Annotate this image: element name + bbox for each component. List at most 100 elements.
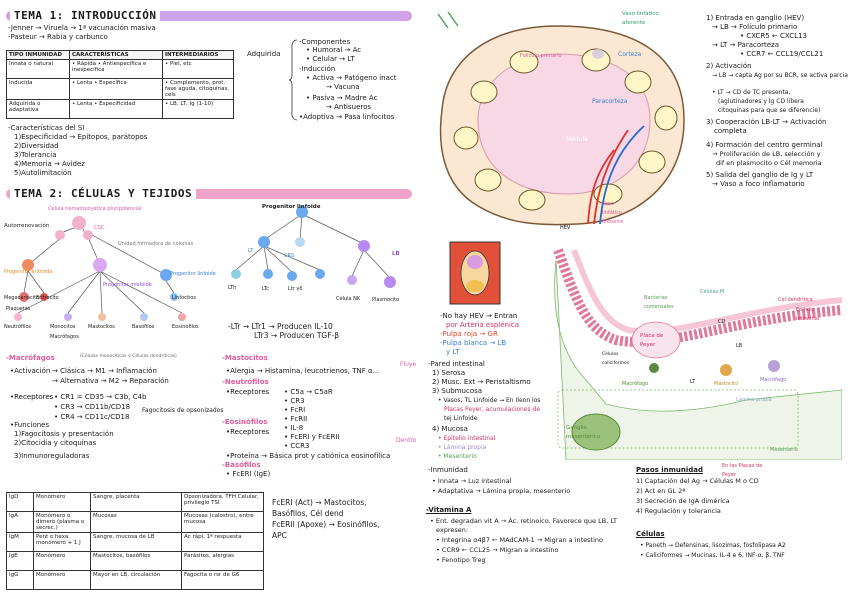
intestino-label-lb: LB <box>736 343 743 349</box>
ganglio-step-11: completa <box>714 127 747 135</box>
fcer-3: APC <box>272 531 287 540</box>
ganglio-step-5: 2) Activación <box>706 62 752 70</box>
tema1-title-bar <box>6 11 412 21</box>
celulas-2: • Caliciformes → Mucinas, IL-4 e 6, INF-… <box>640 552 785 559</box>
macro-item-3: •Receptores <box>10 393 54 401</box>
bazo-line-3: -Pulpa blanca → LB <box>440 339 507 347</box>
inmunidad-table: TIPO INMUNIDAD CARACTERÍSTICAS INTERMEDI… <box>6 50 234 119</box>
table-cell: • Piel, etc <box>162 59 234 79</box>
linfo-label-crs: CRS <box>284 253 295 259</box>
ganglio-label-aferente: Vaso linfático aferente <box>622 11 659 26</box>
intestino-label-cd: CD <box>718 319 726 325</box>
fcer-2: FcERII (Apoxe) → Eosinófilos, <box>272 520 380 529</box>
hemato-label-eritrocito: Eritrocito <box>36 295 59 301</box>
table-cell: Inducida <box>6 78 70 100</box>
hemato-label-eosinofilos: Eosinófilos <box>172 324 199 330</box>
adquirida-line-0: -Componentes <box>299 38 351 46</box>
ltr-line-1: LTr3 → Producen TGF-β <box>254 331 340 340</box>
ganglio-step-0: 1) Entrada en ganglio (HEV) <box>706 14 805 22</box>
pared-2: 2) Musc. Ext → Peristaltismo <box>432 378 531 386</box>
macro-item-2: → Alternativa → M2 → Reparación <box>52 377 169 385</box>
pasos-note: En las Placas de Peyer <box>722 463 763 478</box>
intestino-label-mastocito: Mastocito <box>714 381 739 387</box>
table-cell: Opsonizadora, TFH Celular, privilegio TS… <box>181 492 264 512</box>
macro-note: (Células monocíticas o Células dendrític… <box>80 354 177 359</box>
masto-item-4: • C5a → C5aR <box>284 388 333 396</box>
folliculo <box>509 50 539 74</box>
ganglio-step-14: dif en plasmocito o Cél memoria <box>716 159 822 167</box>
progenitor-eritroide-cell <box>22 259 34 271</box>
macro-item-7: •Funciones <box>10 421 50 429</box>
table-cell: Mayor en LB, circulación <box>90 570 182 590</box>
ganglio-step-9: citoquinas para que se diferencie) <box>718 107 821 114</box>
inmu-1: • Innata → Luz intestinal <box>432 477 512 485</box>
tema2-title: TEMA 2: CÉLULAS Y TEJIDOS <box>10 187 197 200</box>
vita-1: • Ent. degradan vit A → Ác. retinoico. F… <box>430 517 618 525</box>
linfo-label-lb: LB <box>392 251 400 257</box>
pared-3: 3) Submucosa <box>432 387 483 395</box>
ganglio-step-6: → LB → capta Ag por su BCR, se activa pa… <box>712 72 848 79</box>
intestino-label-epitelio: Epitelio intestinal <box>796 307 820 322</box>
intestino-label-peyer: Placa de Peyer <box>640 333 664 348</box>
masto-item-3: •Receptores <box>226 388 270 396</box>
table-cell: Mastocitos, basófilos <box>90 551 182 571</box>
table-cell: Mucosas (calostro), entre mucosa <box>181 511 264 533</box>
table-cell: IgM <box>6 532 34 552</box>
hemato-label-linfocitos: Linfocitos <box>172 295 196 301</box>
caracteristicas-3: 3)Tolerancia <box>14 151 57 159</box>
vita-3: • Integrina α4β7 ← MAdCAM-1 → Migran a i… <box>436 536 604 544</box>
intestino-label-macrofago: Macrófago <box>622 381 649 387</box>
masto-item-7: • FcRII <box>284 415 308 423</box>
hemato-label-csc: CSC <box>94 225 105 231</box>
hemato-label-mastocitos: Mastocitos <box>88 324 115 330</box>
table-cell: Adquirida o adaptativa <box>6 99 70 119</box>
pared-7: 4) Mucosa <box>432 425 468 433</box>
pasos-3: 3) Secreción de IgA dimérica <box>636 497 730 505</box>
intestino-label-lt: LT <box>690 379 696 385</box>
intestino-label-lamina: Lámina propia <box>736 397 772 403</box>
hemato-autorenov-label: Autorrenovación <box>4 223 50 229</box>
masto-item-10: •Receptores <box>226 428 270 436</box>
ganglio-step-12: 4) Formación del centro germinal <box>706 141 823 149</box>
masto-item-9: -Eosinófilos <box>222 418 268 426</box>
table-cell: IgG <box>6 570 34 590</box>
pared-8: • Epitelio intestinal <box>438 435 496 442</box>
tema1-title: TEMA 1: INTRODUCCIÓN <box>10 9 161 22</box>
table-cell: Sangre, placenta <box>90 492 182 512</box>
adquirida-line-3: -Inducción <box>299 65 336 73</box>
macro-item-4: • CR1 = CD35 → C3b, C4b <box>54 393 147 401</box>
adquirida-line-1: • Humoral → Ac <box>306 46 362 54</box>
ganglio-step-8: (aglutinadores y Ig CD libera <box>718 98 804 105</box>
adquirida-line-5: → Vacuna <box>326 83 360 91</box>
hemato-label-basofilos: Basófilos <box>132 324 155 330</box>
table-cell: • Lenta • Específica <box>69 78 163 100</box>
ganglio-step-13: → Proliferación de LB, selección y <box>712 150 821 158</box>
hemato-label-eritroide: Progenitor eritroide <box>4 269 53 275</box>
ganglio-step-1: → LB → Folículo primario <box>712 23 798 31</box>
linfo-progenitor-label: Progenitor linfoide <box>262 204 321 210</box>
hemato-label-macrofagos: Macrófagos <box>50 334 79 340</box>
adquirida-line-7: → Antisueros <box>326 103 372 111</box>
table-cell: Ac rápi, 1ª respuesta <box>181 532 264 552</box>
bazo-line-4: y LT <box>446 348 460 356</box>
hemato-label-megacariocito: Megacariocito <box>4 295 40 301</box>
ganglio-step-2: • CXCR5 ← CXCL13 <box>740 32 807 40</box>
table-cell: Monómero <box>33 551 91 571</box>
table-cell: Innata o natural <box>6 59 70 79</box>
table-cell: Mucosas <box>90 511 182 533</box>
pared-1: 1) Serosa <box>432 369 466 377</box>
masto-item-11: • FcERI y FcERII <box>284 433 340 441</box>
hemato-label-plaquetas: Plaquetas <box>6 306 31 312</box>
inmu-0: -Inmunidad <box>428 466 468 474</box>
macro-pago: Fagocitosis de opsonizados <box>142 407 224 414</box>
ganglio-label-medula: Médula <box>566 136 588 143</box>
table-cell: IgA <box>6 511 34 533</box>
macro-item-5: • CR3 → CD11b/CD18 <box>54 403 131 411</box>
ganglio-label-eferente: Vaso linfático eferente <box>602 201 624 225</box>
table-cell: IgD <box>6 492 34 512</box>
macro-item-0: •Activación <box>10 367 51 375</box>
linfo-label-nk: Célula NK <box>336 296 361 302</box>
